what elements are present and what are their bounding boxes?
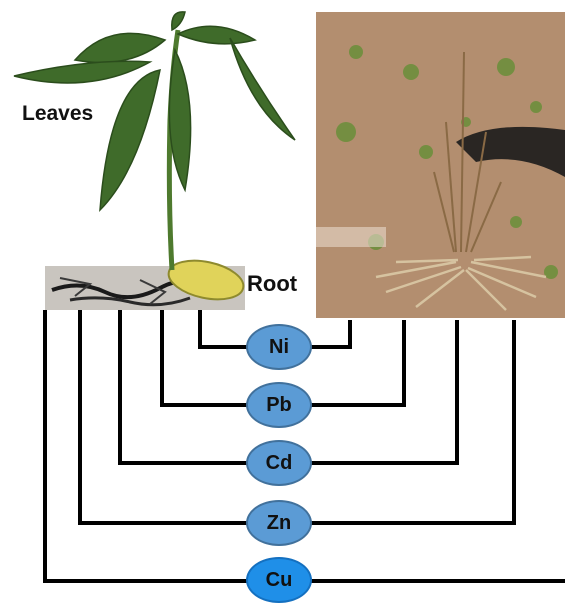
metal-node-ni: Ni <box>246 324 312 370</box>
metal-node-zn: Zn <box>246 500 312 546</box>
metal-node-pb: Pb <box>246 382 312 428</box>
pb-connector <box>162 312 248 405</box>
metal-node-cd: Cd <box>246 440 312 486</box>
root-label: Root <box>247 271 297 297</box>
cd-connector <box>120 312 248 463</box>
metal-node-cu: Cu <box>246 557 312 603</box>
leaves-label: Leaves <box>22 102 93 126</box>
ni-connector <box>200 312 248 347</box>
cu-connector <box>45 312 248 581</box>
